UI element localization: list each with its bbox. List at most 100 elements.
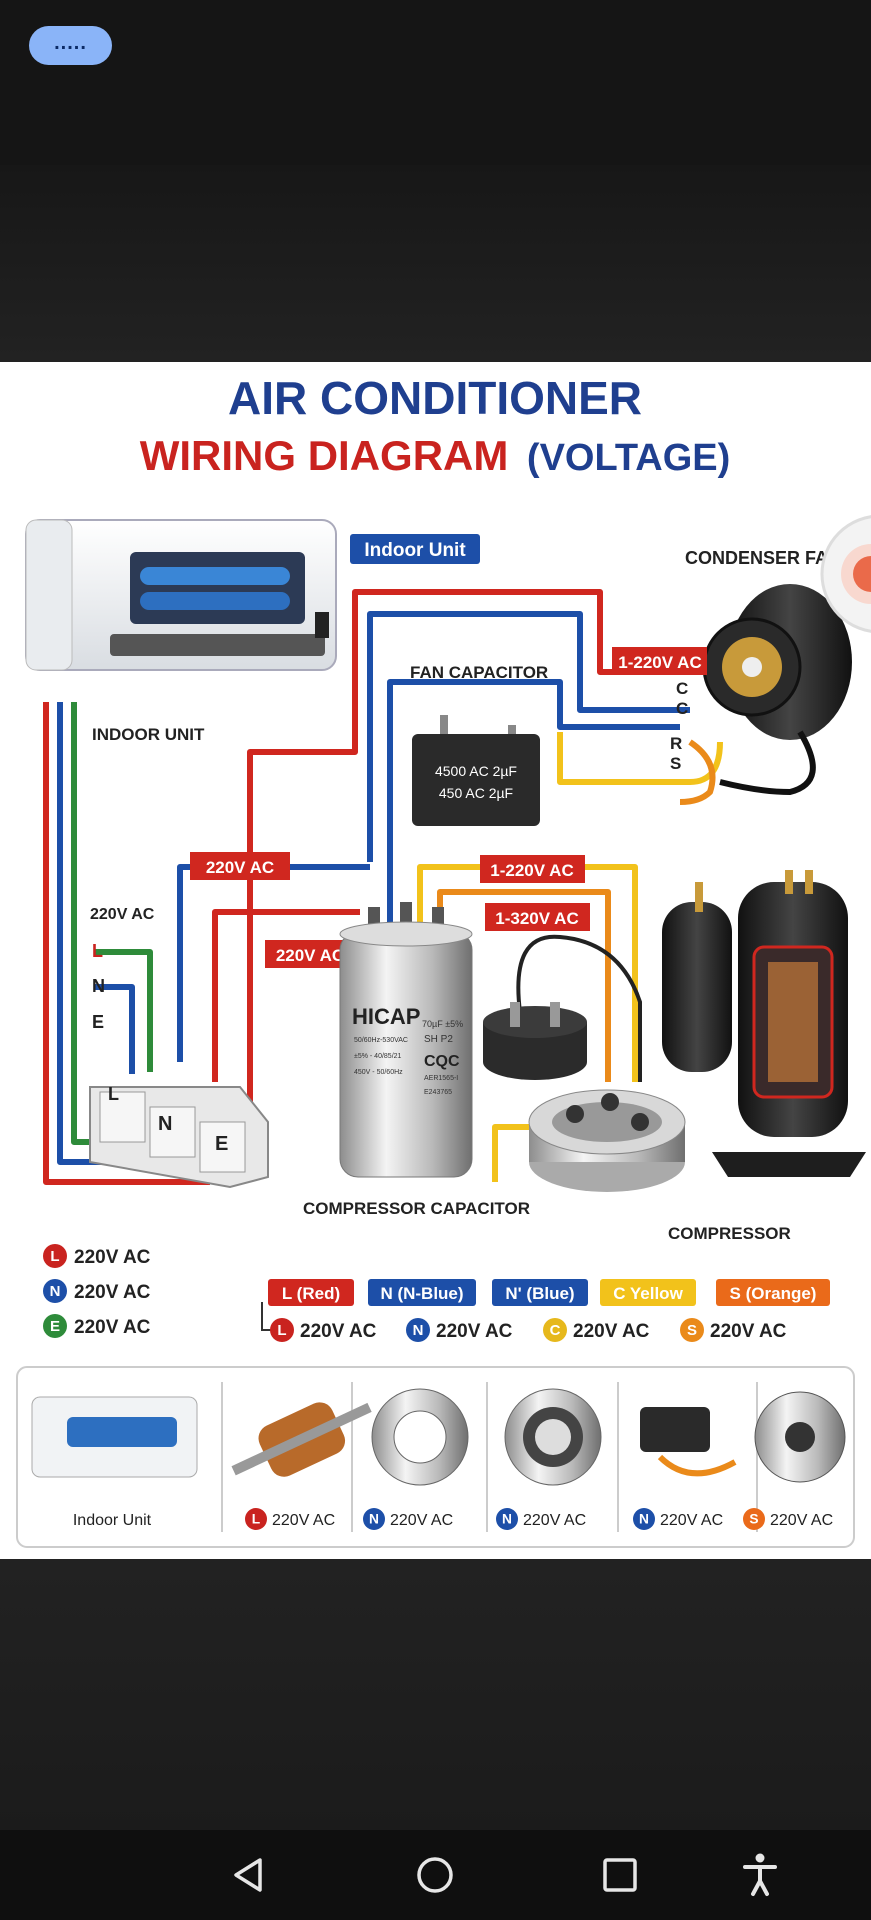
wire-green-l [95, 949, 153, 1072]
condenser-fan-motor [702, 584, 852, 796]
home-circle-icon [417, 1857, 453, 1893]
block-e: E [215, 1133, 228, 1155]
compressor-capacitor [339, 902, 473, 1178]
cap-small-4: AER1565-I [424, 1075, 458, 1082]
legend-value-3-badge-letter: S [687, 1322, 697, 1339]
wire-orange-fan [679, 739, 716, 805]
cap-spec-b: SH P2 [424, 1034, 453, 1045]
parts-strip-label-5: 220V AC [770, 1512, 833, 1529]
title-line-1: AIR CONDITIONER [228, 372, 642, 424]
legend-tag-box-1 [368, 1279, 476, 1306]
legend-value-text-1: 220V AC [436, 1321, 513, 1342]
start-relay [483, 934, 642, 1082]
supply-l: L [92, 941, 103, 961]
legend-value-2-badge-circle [543, 1318, 567, 1342]
supply-n: N [92, 976, 105, 996]
tag-220-mid-box [190, 852, 290, 880]
parts-strip-label-4: 220V AC [660, 1512, 723, 1529]
parts-strip-1-badge-letter: L [252, 1512, 260, 1527]
legend-tag-3: C Yellow [613, 1284, 683, 1303]
legend-tag-0: L (Red) [282, 1284, 340, 1303]
legend-tag-box-2 [492, 1279, 588, 1306]
status-pill[interactable]: ..... [29, 26, 112, 65]
accessibility-icon [743, 1853, 777, 1896]
indoor-unit-tag: Indoor Unit [364, 540, 466, 561]
legend-tag-box-4 [716, 1279, 830, 1306]
cap-small-5: E243765 [424, 1089, 452, 1096]
parts-strip-4-badge-circle [633, 1508, 655, 1530]
wiring-diagram-image[interactable]: AIR CONDITIONER WIRING DIAGRAM (VOLTAGE)… [0, 362, 871, 1559]
home-button[interactable] [408, 1848, 462, 1902]
terminal-r: R [670, 734, 682, 753]
tag-1-320: 1-320V AC [495, 909, 578, 928]
cap-brand: HICAP [352, 1004, 420, 1029]
accessibility-button[interactable] [733, 1848, 787, 1902]
terminal-block [89, 1086, 269, 1189]
floating-app-icon[interactable] [820, 515, 871, 633]
parts-strip-illustration-0 [31, 1396, 198, 1478]
fan-cap-spec-2: 450 AC 2µF [439, 785, 513, 801]
parts-strip-label-2: 220V AC [390, 1512, 453, 1529]
legend-value-3-badge-circle [680, 1318, 704, 1342]
legend-value-2-badge-letter: C [550, 1322, 561, 1339]
parts-strip-illustration-3 [504, 1388, 602, 1486]
navigation-bar [0, 1830, 871, 1920]
back-triangle-icon [234, 1858, 262, 1892]
legend-tag-box-3 [600, 1279, 696, 1306]
legend-value-1-badge-letter: N [413, 1322, 424, 1339]
compressor-terminal-base [528, 1089, 686, 1192]
tag-1-220-mid: 1-220V AC [490, 861, 573, 880]
tag-1-220-top: 1-220V AC [618, 653, 701, 672]
fan-capacitor-label: FAN CAPACITOR [410, 663, 548, 682]
legend-tag-box-0 [268, 1279, 354, 1306]
wire-red-mid [212, 909, 360, 1082]
cap-spec-a: 70µF ±5% [422, 1019, 463, 1029]
parts-strip-label-3: 220V AC [523, 1512, 586, 1529]
parts-strip-illustration-4 [640, 1407, 737, 1477]
legend-tag-1: N (N-Blue) [380, 1284, 463, 1303]
compressor-label: COMPRESSOR [668, 1224, 791, 1243]
legend-value-0-badge-letter: L [277, 1322, 286, 1339]
status-bar: ..... [0, 0, 871, 165]
supply-voltage: 220V AC [90, 906, 155, 923]
legend-left-1-badge-letter: N [50, 1283, 61, 1300]
terminal-s: S [670, 754, 681, 773]
compressor-illustration [662, 870, 866, 1177]
parts-strip-3-badge-circle [496, 1508, 518, 1530]
legend-tag-2: N' (Blue) [505, 1284, 574, 1303]
block-n: N [158, 1113, 172, 1135]
legend-left-2-badge-letter: E [50, 1318, 60, 1335]
cap-small-2: ±5% - 40/85/21 [354, 1053, 402, 1060]
parts-strip-label-1: 220V AC [272, 1512, 335, 1529]
wire-red-left [43, 702, 210, 1185]
parts-strip-illustration-2 [371, 1388, 469, 1486]
legend-bracket [261, 1302, 272, 1331]
block-l: L [108, 1084, 119, 1104]
recents-button[interactable] [593, 1848, 647, 1902]
legend-left-text-1: 220V AC [74, 1282, 151, 1303]
tag-1-220-mid-box [480, 855, 585, 883]
legend-left-text-0: 220V AC [74, 1247, 151, 1268]
wire-red-top [247, 589, 680, 1102]
image-top-margin [0, 165, 871, 362]
image-bottom-margin [0, 1559, 871, 1830]
legend-value-text-0: 220V AC [300, 1321, 377, 1342]
wire-blue-upper [367, 611, 690, 862]
title-line-2: WIRING DIAGRAM (VOLTAGE) [140, 432, 731, 479]
wiring-diagram: AIR CONDITIONER WIRING DIAGRAM (VOLTAGE)… [16, 372, 871, 1548]
parts-strip-2-badge-circle [363, 1508, 385, 1530]
legend-tag-4: S (Orange) [730, 1284, 817, 1303]
fan-capacitor [412, 715, 540, 826]
tag-1-320-box [485, 903, 590, 931]
legend-left-2-badge-circle [43, 1314, 67, 1338]
legend-left-0-badge-circle [43, 1244, 67, 1268]
parts-strip-2-badge-letter: N [369, 1512, 379, 1527]
parts-strip-1-badge-circle [245, 1508, 267, 1530]
parts-strip-5-badge-letter: S [749, 1512, 758, 1527]
parts-strip-illustration-1 [231, 1402, 372, 1477]
title-line-2-blue: (VOLTAGE) [527, 437, 730, 479]
legend-value-text-2: 220V AC [573, 1321, 650, 1342]
back-button[interactable] [222, 1848, 276, 1902]
